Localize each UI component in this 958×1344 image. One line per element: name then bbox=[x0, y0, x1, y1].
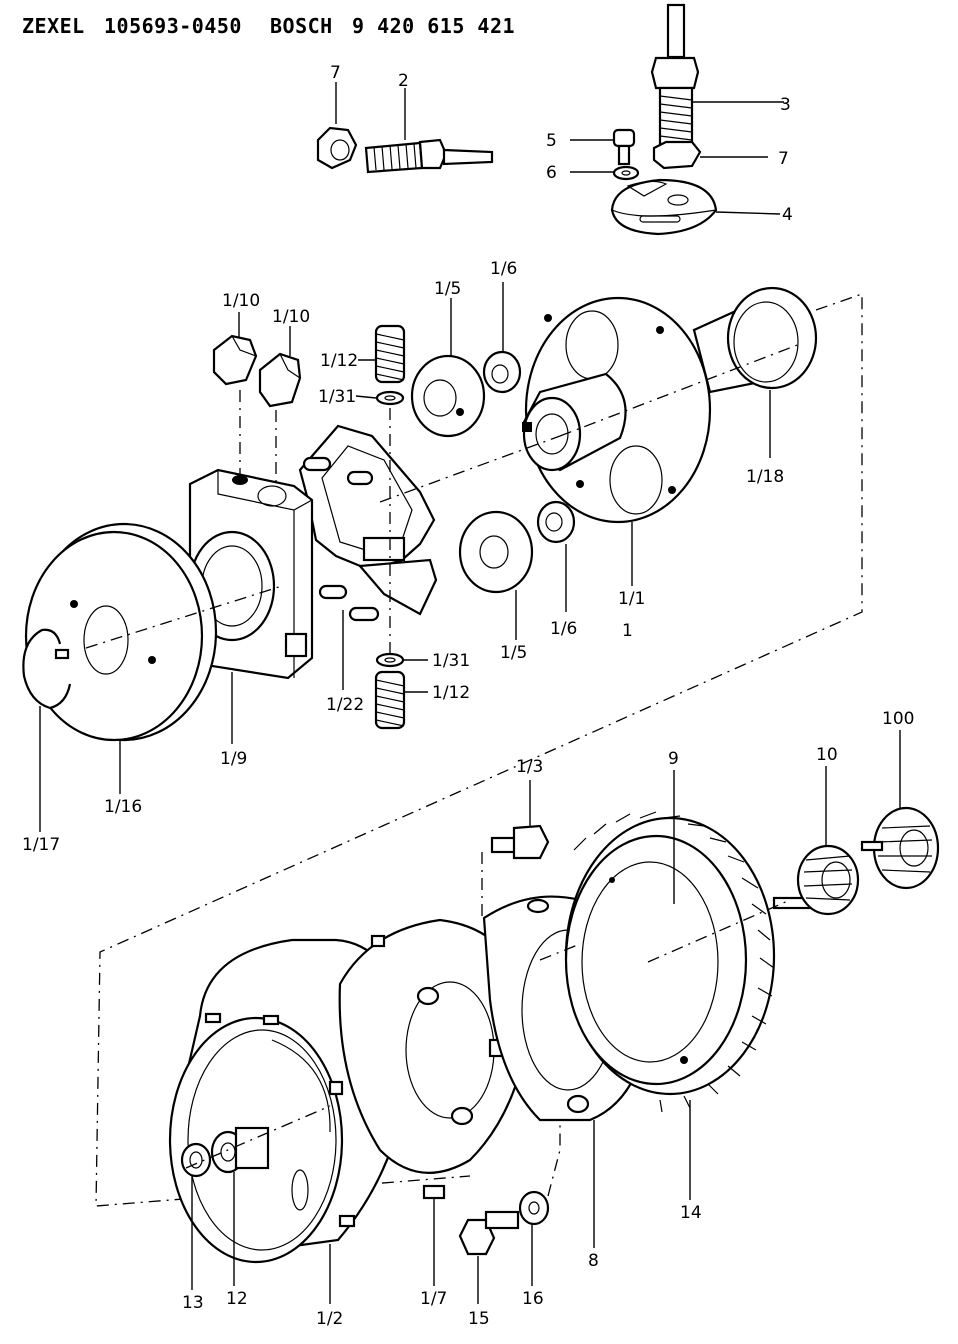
flyweight-1-10a-part bbox=[212, 334, 258, 386]
callout-100: 100 bbox=[882, 709, 914, 729]
centerline-washer-16 bbox=[547, 1120, 561, 1197]
callout-15: 15 bbox=[468, 1309, 490, 1329]
adjusting-screw-2-part bbox=[364, 138, 494, 174]
washer-6-part bbox=[612, 165, 640, 181]
callout-2: 2 bbox=[398, 71, 409, 91]
callout-1-5b: 1/5 bbox=[500, 643, 527, 663]
callout-1-31b: 1/31 bbox=[432, 651, 470, 671]
callout-1-10b: 1/10 bbox=[272, 307, 310, 327]
sleeve-1-5b-part bbox=[458, 510, 534, 594]
circlip-1-17-part bbox=[22, 628, 72, 710]
bolt-1-3-part bbox=[490, 824, 550, 860]
callout-4: 4 bbox=[782, 205, 793, 225]
bolt-15-part bbox=[458, 1210, 520, 1256]
washer-16-part bbox=[518, 1190, 550, 1226]
leader-1-31a bbox=[355, 395, 377, 399]
header-part-number-bosch: 9 420 615 421 bbox=[352, 14, 516, 38]
centerline-bottom-b bbox=[539, 943, 581, 961]
nut-12-part bbox=[210, 1126, 270, 1174]
callout-10: 10 bbox=[816, 745, 838, 765]
callout-13: 13 bbox=[182, 1293, 204, 1313]
header-part-number-zexel: 105693-0450 bbox=[104, 14, 242, 38]
ring-1-18-part bbox=[692, 286, 818, 394]
gear-14-part bbox=[564, 811, 776, 1113]
assembly-frame-line bbox=[95, 293, 863, 1207]
plate-4-part bbox=[610, 178, 718, 236]
centerline-bottom-a bbox=[185, 1105, 331, 1169]
nut-7b-part bbox=[652, 140, 702, 170]
callout-1-16: 1/16 bbox=[104, 797, 142, 817]
carrier-plate-1-7-part bbox=[338, 918, 532, 1200]
centerline-mid-a bbox=[85, 585, 283, 649]
nut-100-part bbox=[860, 806, 940, 890]
flyweight-1-10b-part bbox=[258, 352, 302, 408]
callout-1-10a: 1/10 bbox=[222, 291, 260, 311]
header-maker-zexel: ZEXEL bbox=[22, 14, 85, 38]
washer-1-31a-part bbox=[375, 390, 405, 406]
spring-1-12a-part bbox=[374, 324, 406, 384]
callout-14: 14 bbox=[680, 1203, 702, 1223]
leader-4 bbox=[715, 211, 781, 215]
callout-1-31a: 1/31 bbox=[318, 387, 356, 407]
spring-1-12b-part bbox=[374, 670, 406, 730]
governor-bracket-part bbox=[298, 424, 438, 622]
callout-1-12a: 1/12 bbox=[320, 351, 358, 371]
callout-1-17: 1/17 bbox=[22, 835, 60, 855]
flange-hub-1-1-part bbox=[522, 296, 712, 524]
adjusting-bolt-3-part bbox=[650, 3, 700, 146]
roller-1-6b-part bbox=[536, 500, 576, 544]
callout-16: 16 bbox=[522, 1289, 544, 1309]
centerline-mid-b bbox=[379, 435, 561, 503]
callout-1-9: 1/9 bbox=[220, 749, 247, 769]
callout-5: 5 bbox=[546, 131, 557, 151]
callout-6: 6 bbox=[546, 163, 557, 183]
callout-1-3: 1/3 bbox=[516, 757, 543, 777]
nut-10-part bbox=[772, 844, 860, 916]
screw-5-part bbox=[612, 128, 636, 166]
nut-7-part bbox=[316, 126, 358, 170]
callout-3: 3 bbox=[780, 95, 791, 115]
callout-1-6b: 1/6 bbox=[550, 619, 577, 639]
callout-1: 1 bbox=[622, 621, 633, 641]
callout-1-5a: 1/5 bbox=[434, 279, 461, 299]
callout-12: 12 bbox=[226, 1289, 248, 1309]
callout-1-22: 1/22 bbox=[326, 695, 364, 715]
sleeve-1-5a-part bbox=[410, 354, 486, 438]
callout-1-1: 1/1 bbox=[618, 589, 645, 609]
callout-7b: 7 bbox=[778, 149, 789, 169]
callout-1-7: 1/7 bbox=[420, 1289, 447, 1309]
callout-8: 8 bbox=[588, 1251, 599, 1271]
washer-13-part bbox=[180, 1142, 212, 1178]
washer-1-31b-part bbox=[375, 652, 405, 668]
callout-1-2: 1/2 bbox=[316, 1309, 343, 1329]
callout-1-6a: 1/6 bbox=[490, 259, 517, 279]
callout-9: 9 bbox=[668, 749, 679, 769]
header-maker-bosch: BOSCH bbox=[270, 14, 333, 38]
callout-1-12b: 1/12 bbox=[432, 683, 470, 703]
callout-1-18: 1/18 bbox=[746, 467, 784, 487]
callout-7a: 7 bbox=[330, 63, 341, 83]
roller-1-6a-part bbox=[482, 350, 522, 394]
centerline-mid-c bbox=[559, 343, 801, 437]
